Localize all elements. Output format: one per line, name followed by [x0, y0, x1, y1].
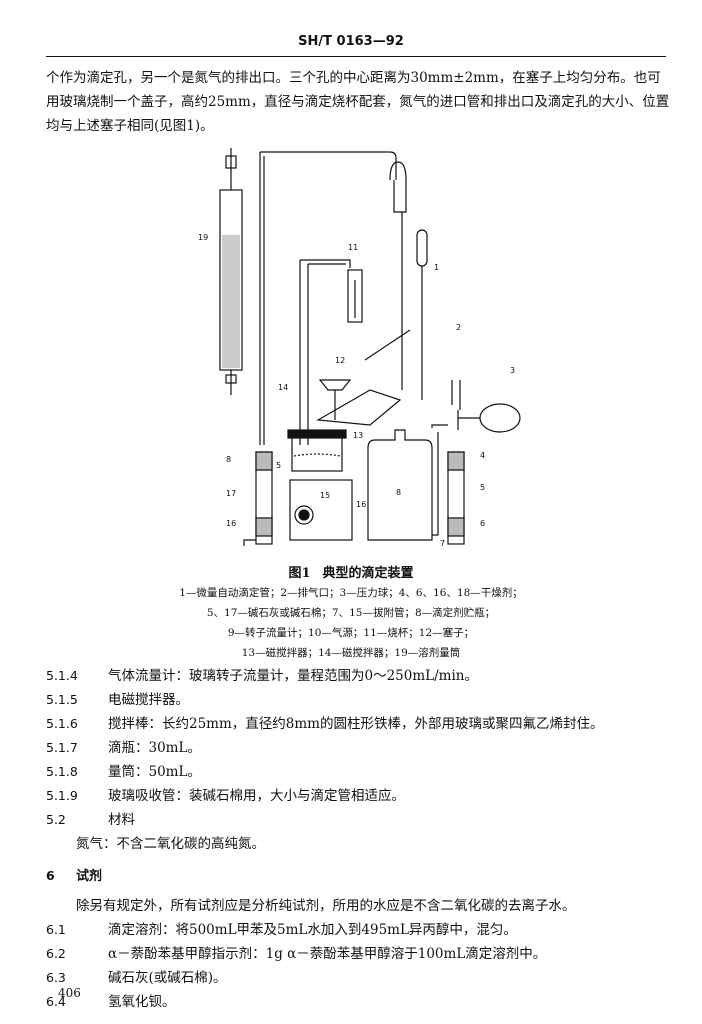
callout-2: 2	[456, 323, 461, 332]
page-header: SH/T 0163—92	[298, 34, 404, 49]
top-tubing	[230, 148, 397, 180]
callout-17: 17	[226, 489, 236, 498]
callout-1: 1	[434, 263, 439, 272]
titration-apparatus-figure: 19 11 1 2 12 3 14 13 8 5 4 15 8 16 5 17 …	[198, 148, 521, 548]
figure-caption: 典型的滴定装置	[322, 566, 414, 581]
legend-line: 1—微量自动滴定管；2—排气口；3—压力球；4、6、16、18—干燥剂；	[179, 587, 523, 599]
rotameter	[347, 269, 363, 323]
solvent-fill	[222, 235, 240, 368]
callout-5-right: 5	[480, 483, 485, 492]
magnetic-stirrer	[289, 479, 353, 541]
callout-6: 6	[480, 519, 485, 528]
callout-4: 4	[480, 451, 485, 460]
legend-line: 9—转子流量计；10—气源；11—烧杯；12—塞子；	[227, 627, 475, 639]
intro-paragraph: 个作为滴定孔，另一个是氮气的排出口。三个孔的中心距离为30mm±2mm，在塞子上…	[46, 70, 670, 134]
callout-13: 15	[320, 491, 330, 500]
callout-8: 8	[396, 488, 401, 497]
callout-16: 16	[226, 519, 236, 528]
figure-title: 图1 典型的滴定装置	[0, 562, 702, 581]
reservoir-bottle	[367, 429, 433, 541]
callout-14: 16	[356, 500, 366, 509]
callout-5-left: 5	[276, 461, 281, 470]
callout-8-left: 8	[226, 455, 231, 464]
micro-burette	[389, 161, 407, 213]
callout-9: 11	[348, 243, 358, 252]
legend-line: 13—磁搅拌器；14—磁搅拌器；19—溶剂量筒	[241, 647, 461, 659]
material-text: 氮气：不含二氧化碳的高纯氮。	[76, 836, 265, 852]
pressure-bulb	[479, 403, 521, 433]
callout-12: 14	[278, 383, 288, 392]
stopper	[287, 429, 347, 439]
callout-7: 7	[440, 539, 445, 548]
callout-10: 12	[335, 356, 345, 365]
callout-3: 3	[510, 366, 515, 375]
page-number: 406	[58, 986, 81, 1000]
section-6-intro: 除另有规定外，所有试剂应是分析纯试剂，所用的水应是不含二氧化碳的去离子水。	[76, 898, 576, 914]
figure-number: 图1	[288, 566, 311, 581]
legend-line: 5、17—碱石灰或碱石棉；7、15—拔附管；8—滴定剂贮瓶；	[206, 607, 496, 619]
callout-11: 13	[353, 431, 363, 440]
header-rule	[46, 56, 666, 57]
callout-19: 19	[198, 233, 208, 242]
